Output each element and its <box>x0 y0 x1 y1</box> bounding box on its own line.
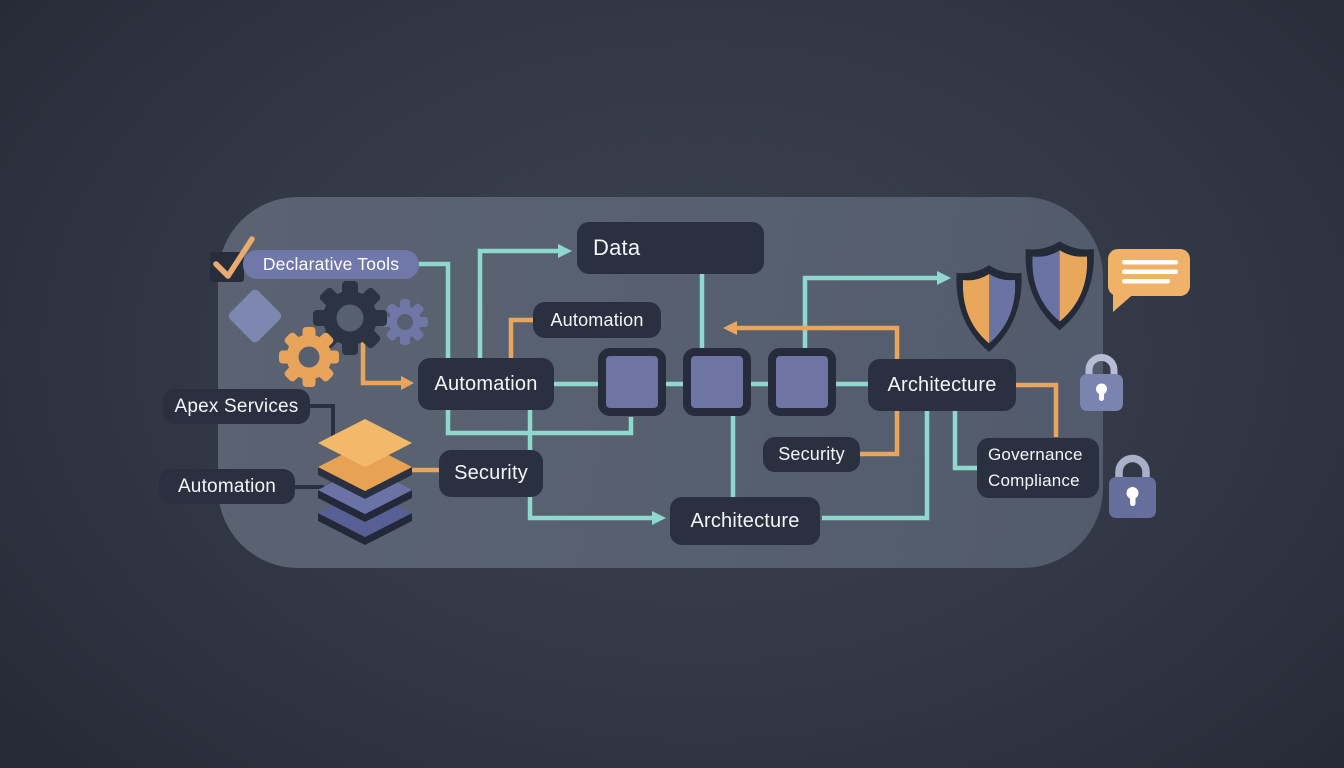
gear-icon-orange <box>279 327 339 387</box>
arrow-into-data <box>558 244 572 258</box>
arrow-into-architecture <box>652 511 666 525</box>
node-security-left: Security <box>439 450 543 497</box>
node-automation-main: Automation <box>418 358 554 410</box>
node-architecture-bottom: Architecture <box>670 497 820 545</box>
lock-icon-top <box>1080 354 1123 411</box>
compliance-line: Compliance <box>988 471 1080 490</box>
node-security-mid: Security <box>763 437 860 472</box>
check-icon <box>210 236 255 282</box>
node-apex-services: Apex Services <box>163 389 310 424</box>
gear-icon-dark <box>313 281 387 355</box>
layers-icon <box>318 419 412 545</box>
lock-icon-bottom <box>1109 454 1156 518</box>
arrow-into-shield <box>937 271 951 285</box>
node-data: Data <box>577 222 764 274</box>
chat-bubble-icon <box>1108 249 1190 312</box>
module-square-3 <box>768 348 836 416</box>
module-square-1 <box>598 348 666 416</box>
module-square-2 <box>683 348 751 416</box>
node-declarative-tools: Declarative Tools <box>243 250 419 279</box>
node-architecture-right: Architecture <box>868 359 1016 411</box>
dark-connectors <box>295 404 335 489</box>
shield-icon-right <box>1025 241 1094 331</box>
shield-icon-left <box>956 265 1022 352</box>
gear-icon-purple <box>382 299 428 345</box>
node-automation-left: Automation <box>159 469 295 504</box>
arrow-left-orange <box>723 321 737 335</box>
arrowheads <box>401 244 951 525</box>
node-governance-compliance: Governance Compliance <box>977 438 1099 498</box>
governance-line: Governance <box>988 445 1083 464</box>
diamond-icon <box>228 289 282 343</box>
node-automation-small: Automation <box>533 302 661 338</box>
arrow-into-automation <box>401 376 414 390</box>
